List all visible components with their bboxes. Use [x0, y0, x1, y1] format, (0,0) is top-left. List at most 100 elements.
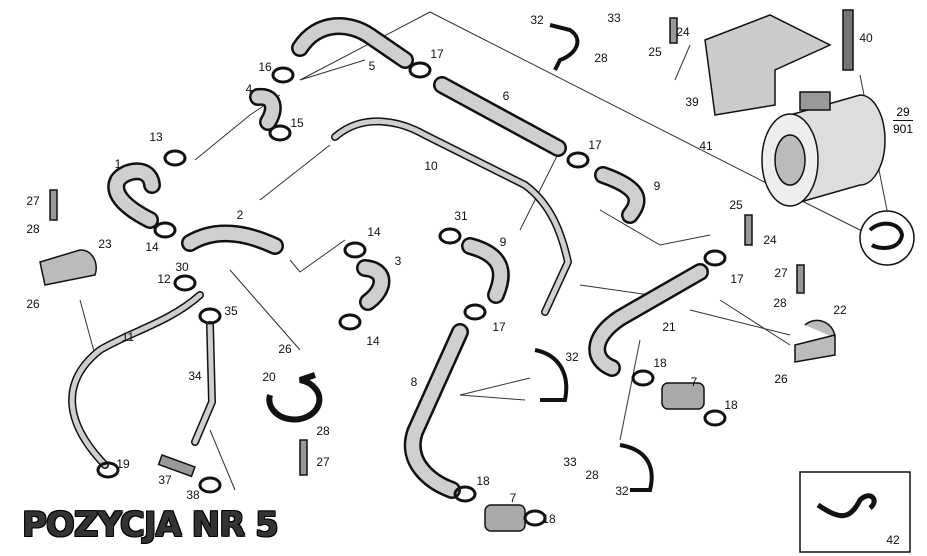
hose-clamp [631, 369, 655, 387]
hose-clamp [703, 409, 727, 427]
hose-5 [293, 19, 412, 67]
part-number-42: 42 [886, 533, 900, 547]
pipe-10 [332, 118, 571, 315]
part-number-2: 2 [236, 208, 244, 222]
part-number-23: 23 [98, 237, 112, 251]
part-number-26: 26 [278, 342, 292, 356]
part-number-16: 16 [258, 60, 272, 74]
part-number-4: 4 [245, 82, 253, 96]
hose-8 [406, 325, 467, 497]
part-number-13: 13 [149, 130, 163, 144]
bellows-7b [484, 504, 526, 532]
detail-inset [799, 471, 911, 553]
bolt [744, 214, 753, 246]
hose-6 [435, 78, 565, 155]
part-number-18: 18 [476, 474, 490, 488]
part-number-27: 27 [774, 266, 788, 280]
part-number-19: 19 [116, 457, 130, 471]
part-number-28: 28 [316, 424, 330, 438]
part-number-39: 39 [685, 95, 699, 109]
part-number-32: 32 [530, 13, 544, 27]
hose-clamp [523, 509, 547, 527]
part-number-41: 41 [699, 139, 713, 153]
part-number-14: 14 [145, 240, 159, 254]
fraction-numerator: 29 [892, 104, 914, 121]
hose-clamp [198, 476, 222, 494]
part-number-30: 30 [175, 260, 189, 274]
part-number-24: 24 [676, 25, 690, 39]
part-number-18: 18 [542, 512, 556, 526]
part-number-9: 9 [499, 235, 507, 249]
hose-clamp [408, 61, 432, 79]
bolt [669, 17, 678, 44]
part-number-3: 3 [394, 254, 402, 268]
part-number-25: 25 [729, 198, 743, 212]
part-number-31: 31 [454, 209, 468, 223]
hoses [68, 17, 709, 499]
detail-circle [859, 210, 915, 266]
hose-clamp [463, 303, 487, 321]
bolt [299, 439, 308, 476]
part-number-26: 26 [774, 372, 788, 386]
hose-2 [183, 227, 282, 253]
clamp-32b [534, 348, 569, 402]
bracket-20 [266, 372, 323, 423]
hose-11 [69, 292, 203, 468]
part-number-5: 5 [368, 59, 376, 73]
bolt [796, 264, 805, 294]
part-number-17: 17 [492, 320, 506, 334]
part-number-27: 27 [26, 194, 40, 208]
hose-34 [192, 322, 215, 445]
hose-clamp [703, 249, 727, 267]
part-number-38: 38 [186, 488, 200, 502]
part-number-28: 28 [594, 51, 608, 65]
part-number-7: 7 [509, 491, 517, 505]
hose-clamp [198, 307, 222, 325]
part-number-25: 25 [648, 45, 662, 59]
bolt [157, 454, 196, 478]
part-number-21: 21 [662, 320, 676, 334]
hose-clamp [338, 313, 362, 331]
part-number-28: 28 [773, 296, 787, 310]
part-number-32: 32 [565, 350, 579, 364]
hose-clamp [438, 227, 462, 245]
part-number-33: 33 [607, 11, 621, 25]
hose-clamp [453, 485, 477, 503]
hose-11 [68, 291, 204, 469]
part-number-14: 14 [367, 225, 381, 239]
hose-clamp [96, 461, 120, 479]
page-title: POZYCJA NR 5 [22, 505, 279, 545]
part-number-27: 27 [316, 455, 330, 469]
part-number-34: 34 [188, 369, 202, 383]
hose-clamp [268, 124, 292, 142]
part-number-15: 15 [290, 116, 304, 130]
part-number-35: 35 [224, 304, 238, 318]
part-number-17: 17 [730, 272, 744, 286]
part-number-17: 17 [430, 47, 444, 61]
part-number-20: 20 [262, 370, 276, 384]
part-number-32: 32 [615, 484, 629, 498]
hose-21 [590, 265, 707, 375]
hose-9b [463, 239, 508, 302]
part-number-1: 1 [114, 157, 122, 171]
hose-clamp [173, 274, 197, 292]
filter-bracket-box [704, 14, 832, 116]
hose-clamp [163, 149, 187, 167]
part-number-7: 7 [690, 375, 698, 389]
part-number-28: 28 [585, 468, 599, 482]
hose-clamp [153, 221, 177, 239]
part-number-28: 28 [26, 222, 40, 236]
part-number-24: 24 [763, 233, 777, 247]
bolt [49, 189, 58, 221]
part-number-22: 22 [833, 303, 847, 317]
part-number-14: 14 [366, 334, 380, 348]
part-number-10: 10 [424, 159, 438, 173]
part-number-8: 8 [410, 375, 418, 389]
hose-clamp [566, 151, 590, 169]
part-number-40: 40 [859, 31, 873, 45]
hose-3 [358, 261, 388, 309]
parts [39, 9, 915, 553]
hose-clamp [271, 66, 295, 84]
